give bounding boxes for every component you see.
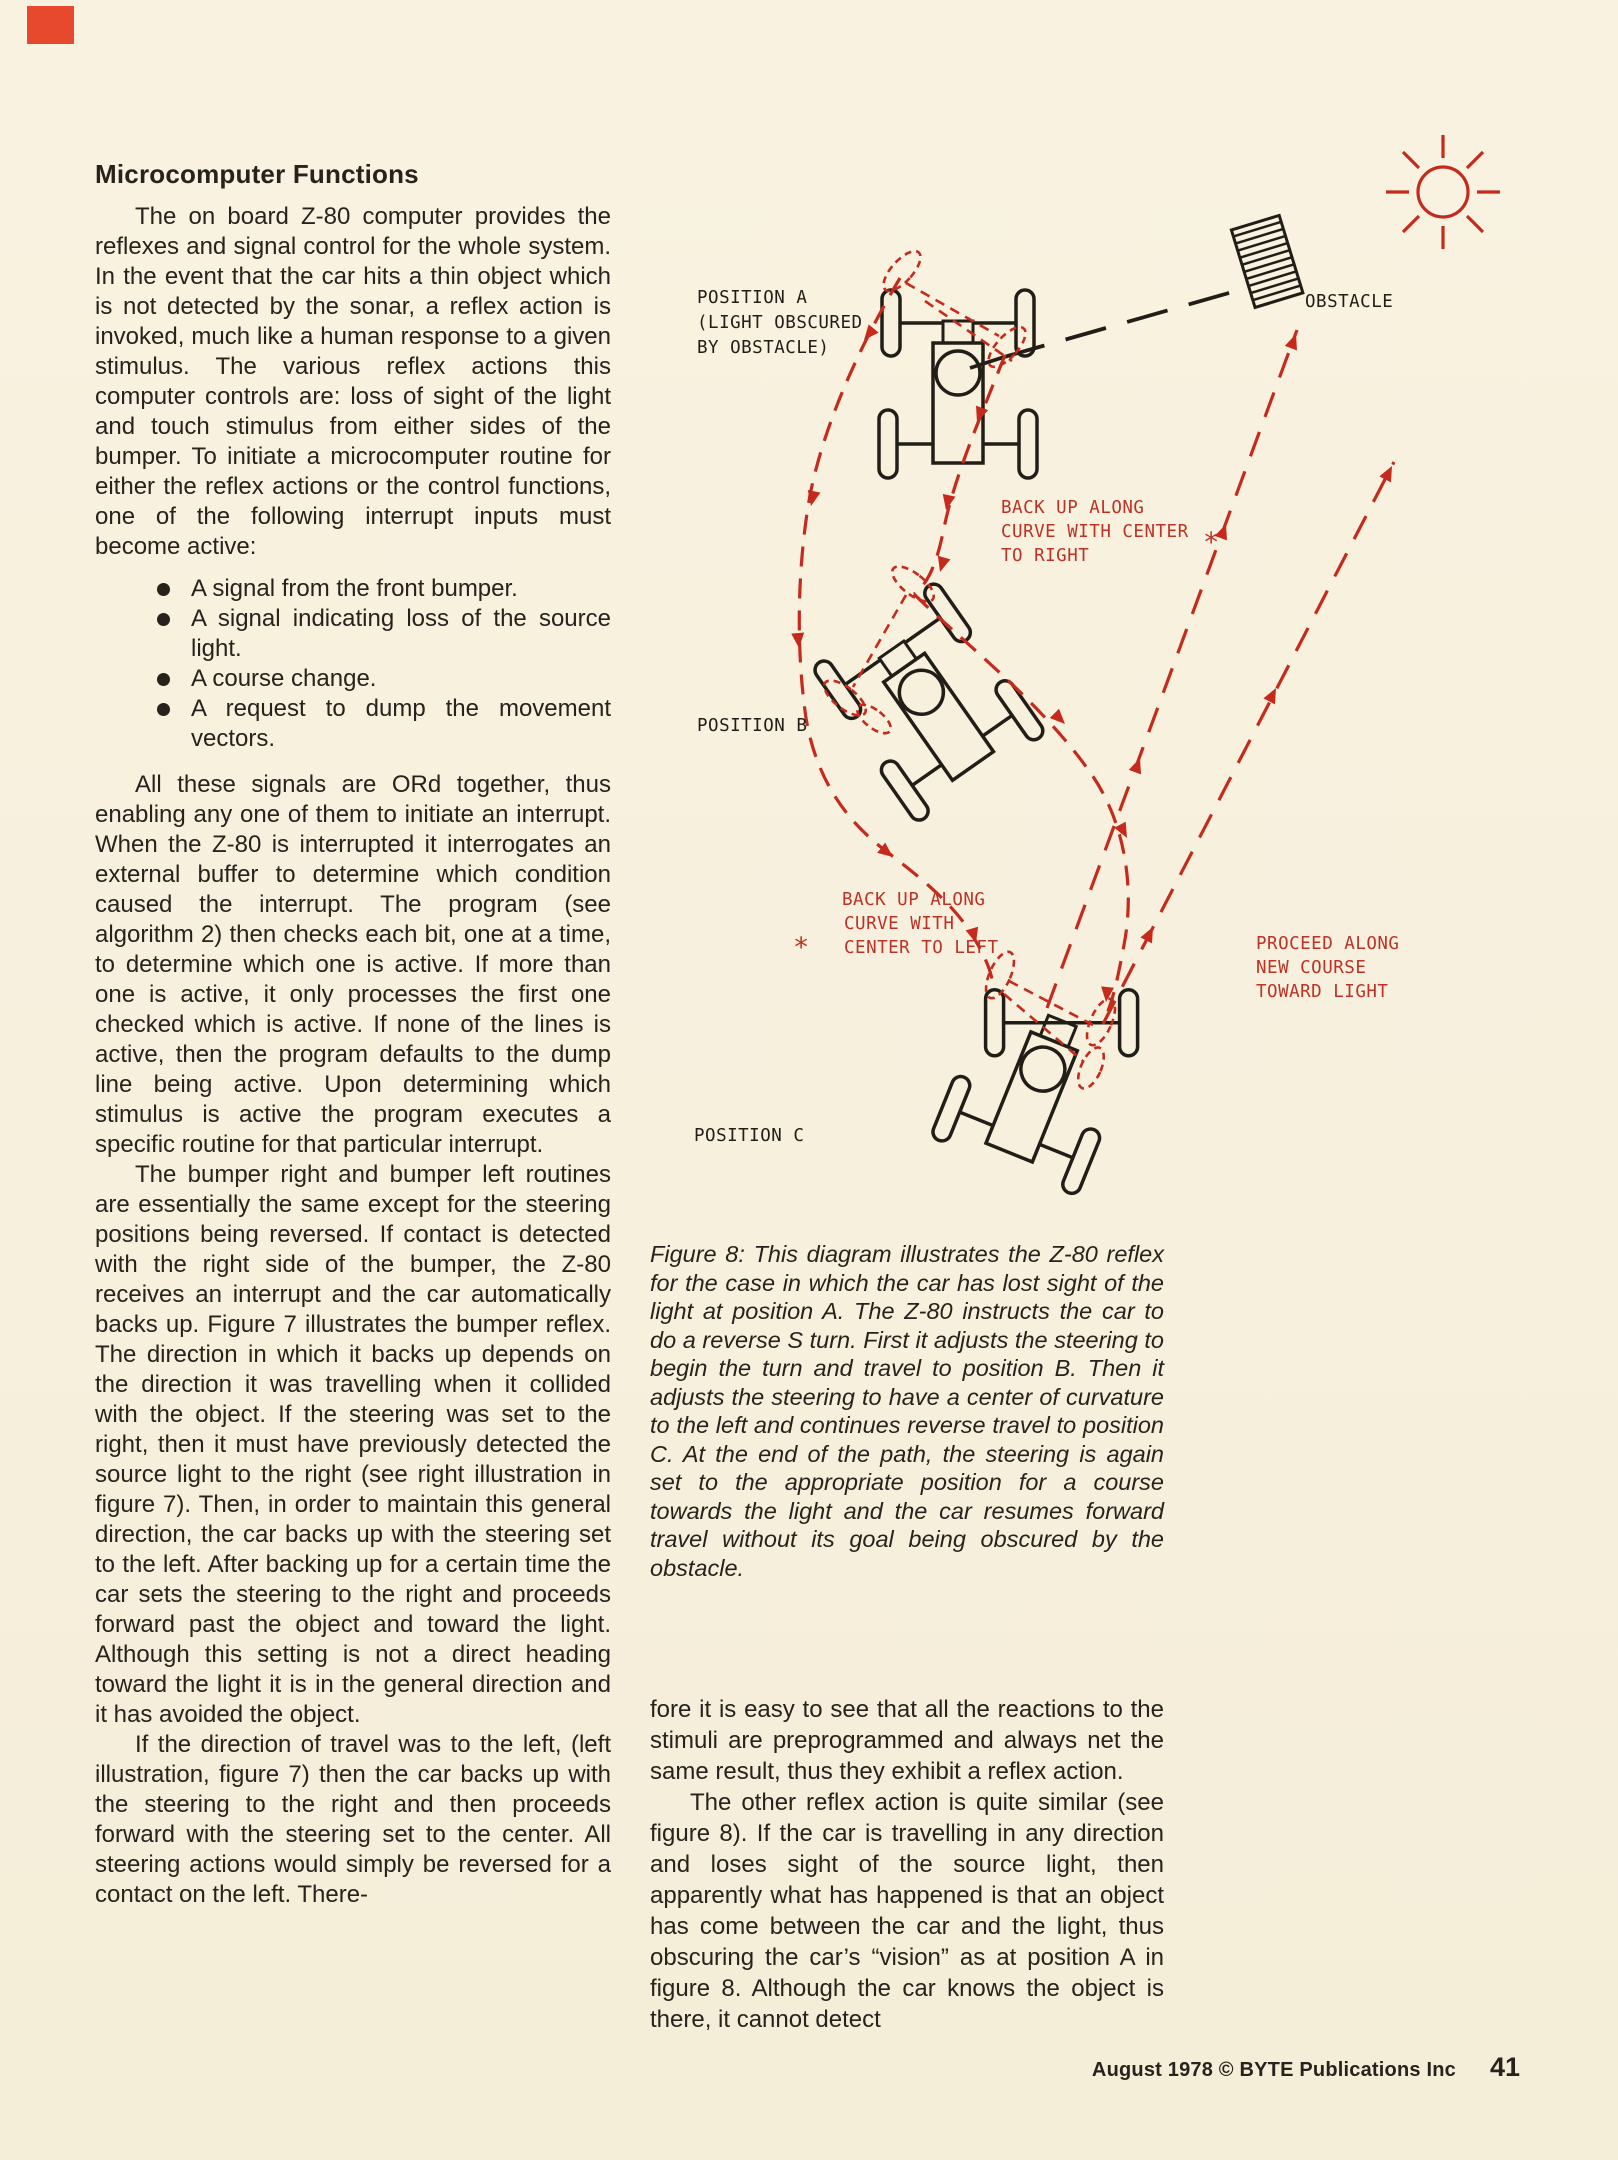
label-position-a-line3: BY OBSTACLE) [697, 338, 829, 358]
light-source-icon [1386, 135, 1500, 249]
paragraph: The bumper right and bumper left routine… [95, 1161, 611, 1728]
label-position-c: POSITION C [694, 1126, 804, 1146]
paragraph: If the direction of travel was to the le… [95, 1731, 611, 1908]
label-proceed: PROCEED ALONG [1256, 934, 1399, 954]
right-column: fore it is easy to see that all the reac… [650, 1694, 1164, 2035]
label-backup-left-line3: CENTER TO LEFT [844, 938, 999, 958]
car-position-c [928, 988, 1140, 1198]
obstacle-shape [1229, 213, 1305, 310]
label-backup-left-line2: CURVE WITH [844, 914, 954, 934]
registration-mark [27, 6, 74, 44]
label-backup-right-line2: CURVE WITH CENTER [1001, 522, 1189, 542]
label-position-b: POSITION B [697, 716, 807, 736]
label-position-a-line2: (LIGHT OBSCURED [697, 313, 863, 333]
label-backup-right-line3: TO RIGHT [1001, 546, 1089, 566]
page-number: 41 [1489, 2052, 1520, 2082]
steering-ghost-wheels [822, 249, 1117, 1090]
label-backup-left: BACK UP ALONG [842, 890, 985, 910]
paragraph: All these signals are ORd together, thus… [95, 771, 611, 1158]
list-item: A course change. [95, 664, 611, 694]
page-footer: August 1978 © BYTE Publications Inc 41 [1092, 2052, 1520, 2083]
backup-path-curves [797, 277, 1130, 1023]
sight-line [969, 289, 1237, 370]
paragraph: The other reflex action is quite similar… [650, 1789, 1164, 2033]
label-proceed-line3: TOWARD LIGHT [1256, 982, 1388, 1002]
list-item: A request to dump the movement vectors. [95, 694, 611, 754]
figure-caption: Figure 8: This diagram illustrates the Z… [650, 1241, 1164, 1581]
list-item: A signal from the front bumper. [95, 574, 611, 604]
paragraph: fore it is easy to see that all the reac… [650, 1696, 1164, 1785]
left-column: Microcomputer Functions The on board Z-8… [95, 158, 611, 1910]
car-position-a [877, 288, 1039, 480]
section-heading: Microcomputer Functions [95, 159, 419, 189]
asterisk-right: * [1203, 527, 1220, 558]
list-item: A signal indicating loss of the source l… [95, 604, 611, 664]
label-obstacle: OBSTACLE [1305, 292, 1393, 312]
interrupt-input-list: A signal from the front bumper. A signal… [95, 574, 611, 754]
label-backup-right: BACK UP ALONG [1001, 498, 1144, 518]
asterisk-left: * [793, 932, 810, 963]
copyright-credit: August 1978 © BYTE Publications Inc [1091, 2059, 1456, 2081]
label-position-a: POSITION A [697, 288, 807, 308]
paragraph: The on board Z-80 computer provides the … [95, 203, 611, 560]
figure-8-diagram: POSITION A (LIGHT OBSCURED BY OBSTACLE) … [694, 135, 1500, 1198]
new-course-lines [1045, 329, 1396, 1025]
car-position-b [809, 578, 1049, 826]
label-proceed-line2: NEW COURSE [1256, 958, 1366, 978]
